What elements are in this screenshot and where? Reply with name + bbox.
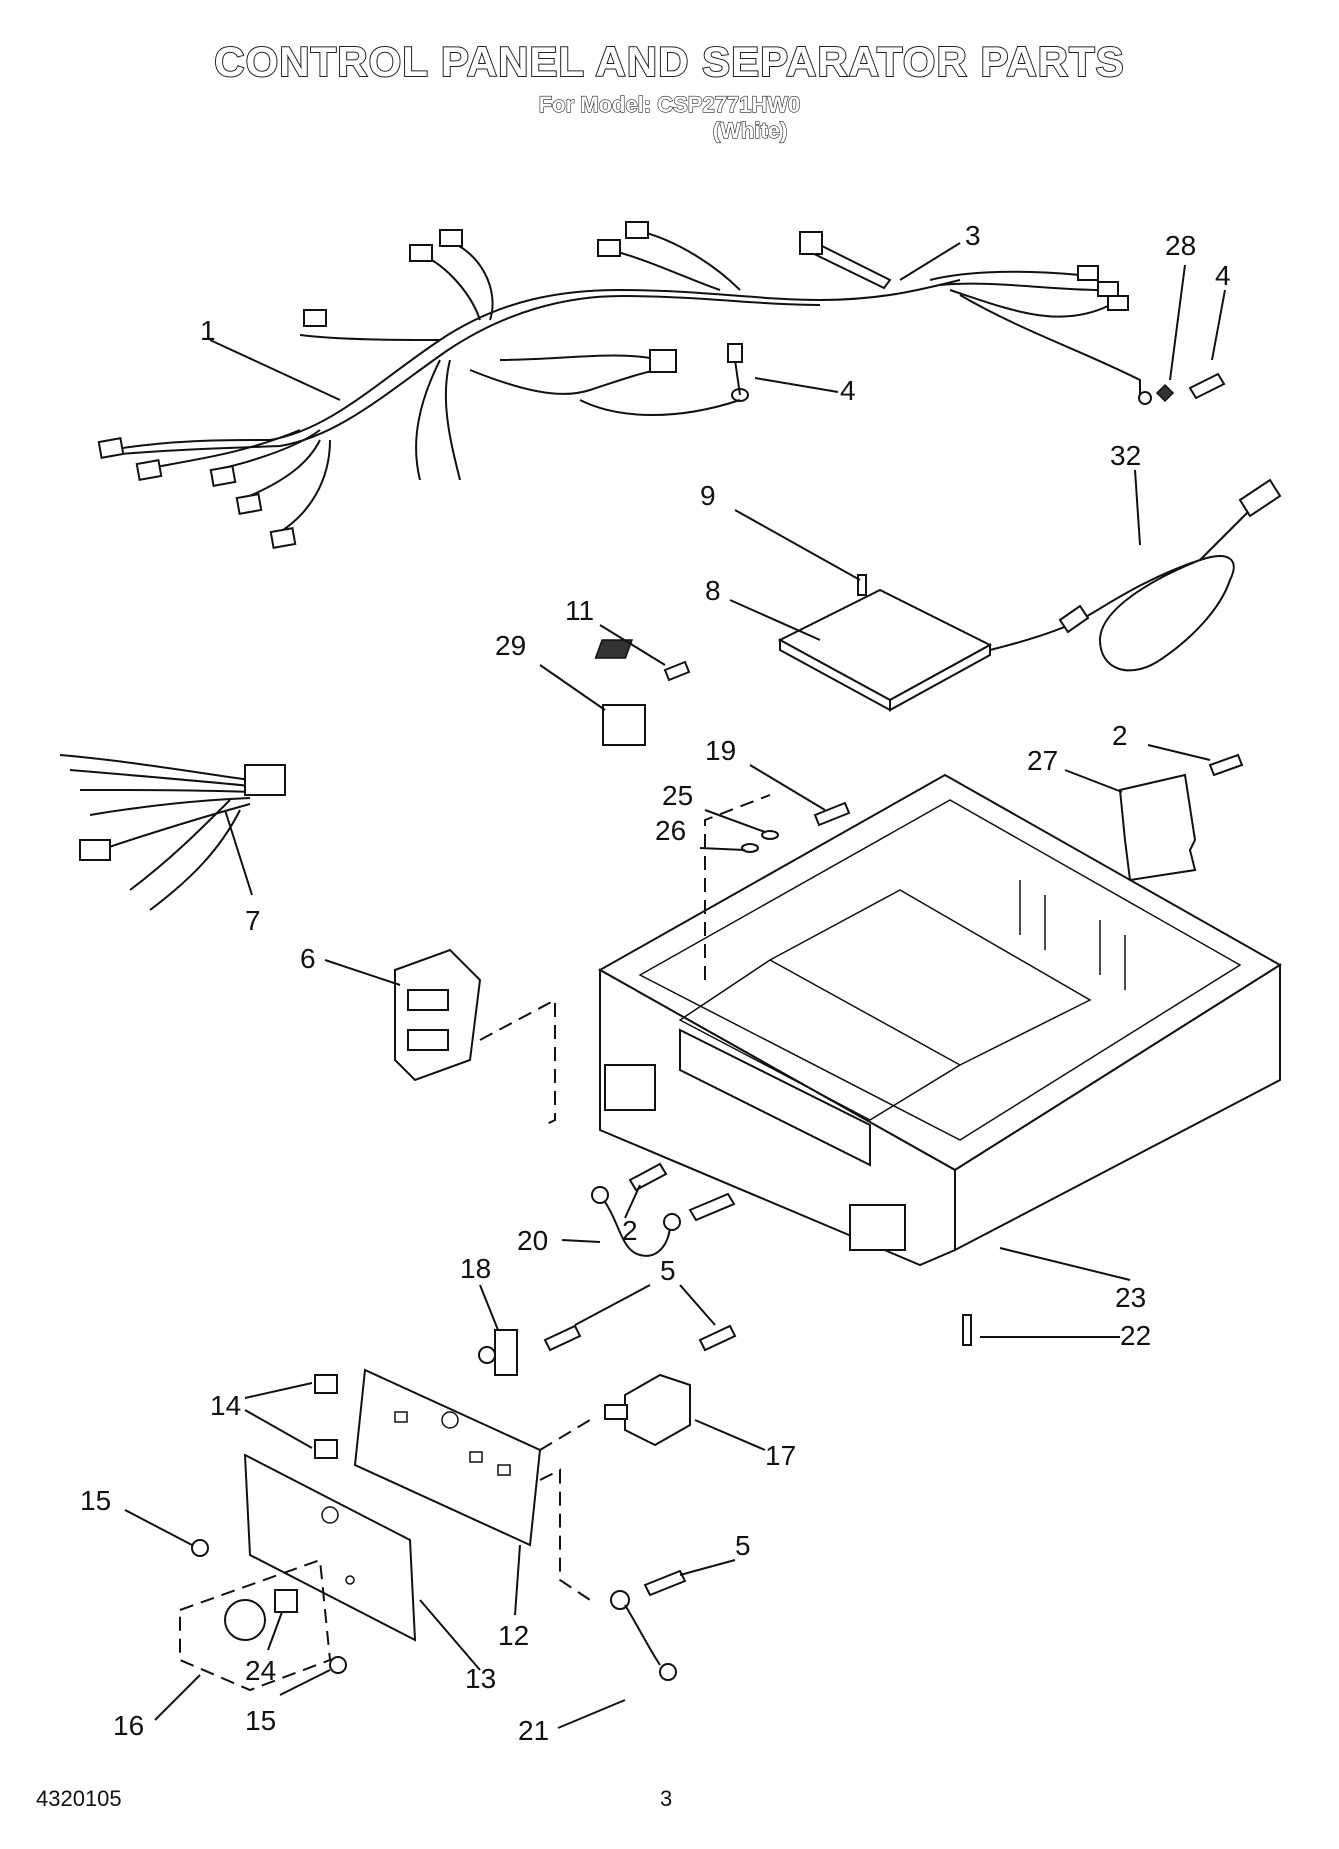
callout-9: 9 [700, 480, 716, 511]
callout-6: 6 [300, 943, 316, 974]
separator-bracket-plate: 2 27 [1027, 720, 1244, 882]
door-switch: 18 [460, 1253, 518, 1376]
callout-7: 7 [245, 905, 261, 936]
callout-16: 16 [113, 1710, 144, 1741]
callout-29: 29 [495, 630, 526, 661]
thermostat-knob: 24 16 [113, 1558, 332, 1741]
model-variant: (White) [712, 117, 788, 143]
callout-25: 25 [662, 780, 693, 811]
power-cord: 32 [989, 440, 1282, 672]
callout-12: 12 [498, 1620, 529, 1651]
callout-17: 17 [765, 1440, 796, 1471]
panel-clips: 14 [210, 1374, 338, 1459]
callout-5-lower: 5 [735, 1530, 751, 1561]
callout-27: 27 [1027, 745, 1058, 776]
document-number: 4320105 [36, 1786, 122, 1811]
panel-screws-upper: 5 [543, 1255, 737, 1352]
relay: 11 29 [495, 595, 691, 746]
control-panel-face: 13 [243, 1453, 496, 1694]
ground-wire-front: 2 20 [517, 1162, 736, 1257]
callout-1: 1 [200, 315, 216, 346]
separator-housing: 23 [597, 773, 1282, 1313]
callout-8: 8 [705, 575, 721, 606]
screw-washer-set: 19 25 26 [655, 735, 851, 853]
callout-32: 32 [1110, 440, 1141, 471]
cable-tie: 3 [799, 220, 981, 290]
panel-rivets: 15 15 [80, 1485, 347, 1736]
callout-23: 23 [1115, 1282, 1146, 1313]
callout-24: 24 [245, 1655, 276, 1686]
callout-28: 28 [1165, 230, 1196, 261]
control-board: 9 8 [594, 480, 993, 712]
callout-22: 22 [1120, 1320, 1151, 1351]
callout-2-top: 2 [1112, 720, 1128, 751]
ground-wire-panel: 5 21 [518, 1530, 751, 1746]
thermostat: 17 [604, 1373, 796, 1471]
callout-15-upper: 15 [80, 1485, 111, 1516]
callout-21: 21 [518, 1715, 549, 1746]
panel-mounting-plate: 12 [353, 1368, 591, 1651]
page-number: 3 [660, 1786, 673, 1811]
model-line: For Model: CSP2771HW0 [538, 91, 801, 117]
control-bracket: 6 [300, 943, 556, 1126]
bottom-screw: 22 [962, 1314, 1151, 1351]
callout-13: 13 [465, 1663, 496, 1694]
callout-14: 14 [210, 1390, 241, 1421]
callout-5-upper: 5 [660, 1255, 676, 1286]
callout-2-lower: 2 [622, 1215, 638, 1246]
callout-4-top: 4 [840, 375, 856, 406]
callout-26: 26 [655, 815, 686, 846]
callout-4-right: 4 [1215, 260, 1231, 291]
callout-11: 11 [565, 595, 594, 626]
wire-harness-main: 1 4 [97, 221, 961, 549]
wire-harness-small: 7 [59, 754, 286, 936]
callout-3: 3 [965, 220, 981, 251]
callout-18: 18 [460, 1253, 491, 1284]
harness-right-leads: 28 4 [929, 230, 1231, 405]
callout-15-lower: 15 [245, 1705, 276, 1736]
page-title: CONTROL PANEL AND SEPARATOR PARTS [213, 37, 1125, 86]
callout-20: 20 [517, 1225, 548, 1256]
callout-19: 19 [705, 735, 736, 766]
